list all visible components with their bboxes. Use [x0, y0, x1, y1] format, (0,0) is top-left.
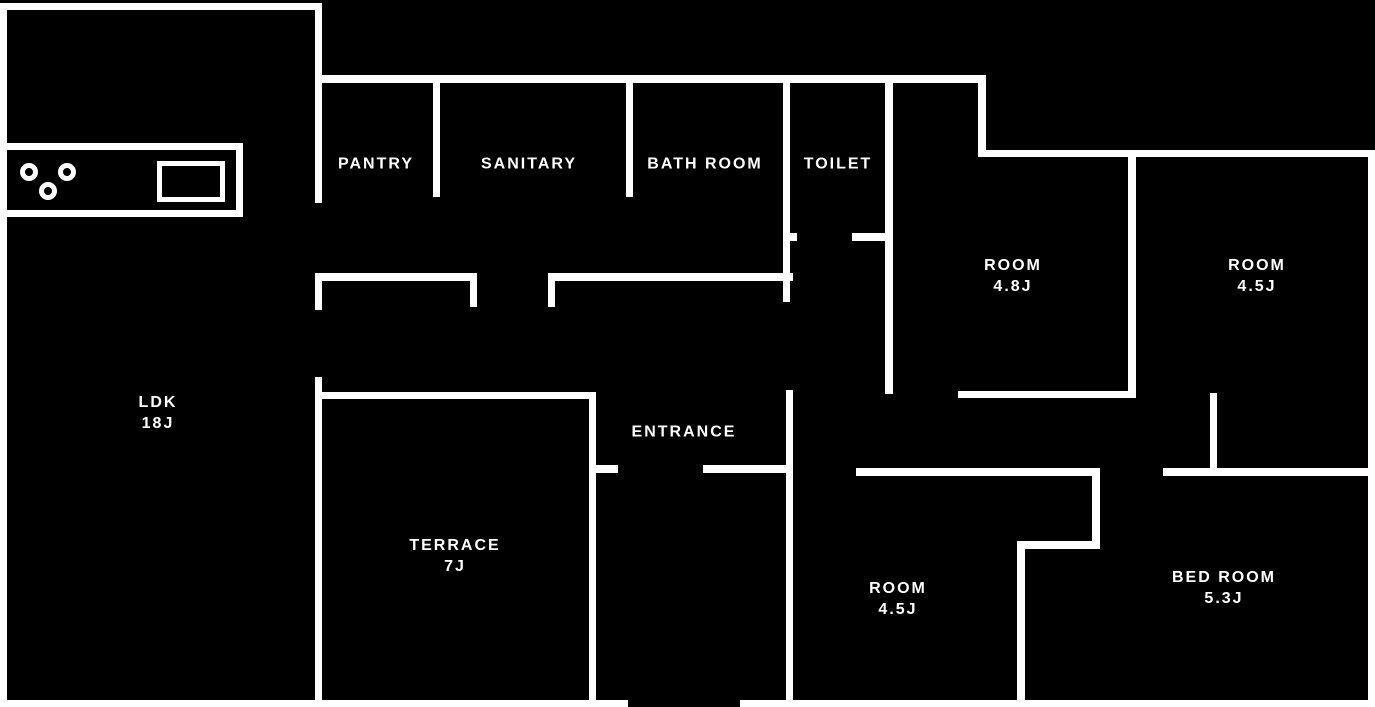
room-label-line: ENTRANCE — [631, 423, 737, 441]
wall-bath-toilet-divider — [783, 83, 790, 302]
room-label-bed-room: BED ROOM 5.3J — [1172, 567, 1276, 609]
room-label-entrance: ENTRANCE — [632, 422, 737, 443]
wall-toilet-door-jamb-west — [783, 233, 797, 241]
wall-toilet-door-jamb-east — [852, 233, 893, 241]
kitchen-sink — [157, 161, 225, 202]
room-label-sanitary: SANITARY — [481, 154, 577, 175]
room-label-room-4-8: ROOM 4.8J — [984, 255, 1042, 297]
wall-entrance-jamb-east — [703, 465, 793, 473]
room-label-terrace: TERRACE 7J — [409, 535, 500, 577]
wall-ldk-east-wall-lower — [315, 377, 322, 707]
room-label-pantry: PANTRY — [338, 154, 414, 175]
wall-bottom-wall-west — [0, 700, 628, 707]
room-label-line: SANITARY — [481, 155, 577, 173]
wall-bottom-wall-east — [740, 700, 1375, 707]
wall-service-rooms-north-wall — [315, 75, 986, 83]
wall-rooms-divider-north — [1128, 157, 1136, 397]
stove-burner-icon — [58, 163, 76, 181]
room-label-line: BATH ROOM — [647, 155, 763, 173]
room-label-line: 18J — [141, 415, 175, 432]
wall-entrance-east-wall — [786, 390, 793, 700]
wall-bedroom-step-wall — [1017, 541, 1100, 549]
room-label-bath-room: BATH ROOM — [647, 154, 762, 175]
wall-hall-north-wall-east — [548, 273, 793, 281]
room-label-line: 5.3J — [1204, 590, 1244, 607]
stove-burner-icon — [20, 163, 38, 181]
room-label-line: TOILET — [803, 155, 873, 173]
wall-closet-divider — [1210, 393, 1217, 468]
wall-bedroom-north-wall — [1163, 468, 1375, 476]
wall-ldk-east-wall-mid — [315, 275, 322, 310]
wall-left-wall — [0, 3, 7, 707]
room-label-line: LDK — [138, 394, 178, 411]
wall-top-wall — [0, 3, 322, 10]
room-label-room-4-5-south: ROOM 4.5J — [869, 578, 927, 620]
room-label-line: PANTRY — [338, 155, 414, 173]
wall-right-wall — [1368, 150, 1375, 707]
wall-terrace-east-wall — [589, 392, 596, 707]
wall-hall-door-jamb-east — [548, 281, 555, 307]
wall-room48-south-wall — [958, 391, 1136, 398]
wall-ldk-east-wall-upper — [315, 3, 322, 203]
wall-hall-north-wall-west — [315, 273, 477, 281]
wall-hall-door-jamb-west — [470, 281, 477, 307]
room-label-toilet: TOILET — [804, 154, 873, 175]
room-label-line: ROOM — [1228, 257, 1286, 274]
wall-terrace-north-wall — [315, 392, 596, 399]
room-label-ldk: LDK 18J — [139, 392, 178, 434]
room-label-line: ROOM — [984, 257, 1042, 274]
wall-room45-south-east-wall — [1092, 468, 1100, 548]
wall-entrance-jamb-west — [589, 465, 618, 473]
room-label-line: TERRACE — [409, 537, 501, 554]
room-label-line: 4.8J — [993, 278, 1033, 295]
room-label-line: BED ROOM — [1172, 569, 1276, 586]
wall-bedroom-west-wall — [1017, 541, 1025, 707]
stove-burner-icon — [39, 182, 57, 200]
room-label-line: 4.5J — [878, 601, 918, 618]
room-label-room-4-5-north: ROOM 4.5J — [1228, 255, 1286, 297]
wall-north-step-vertical — [978, 75, 986, 157]
room-label-line: 7J — [444, 558, 466, 575]
wall-northeast-wall — [978, 150, 1375, 157]
wall-corridor-south-wall — [856, 468, 1100, 476]
room-label-line: ROOM — [869, 580, 927, 597]
room-label-line: 4.5J — [1237, 278, 1277, 295]
wall-sanitary-bath-divider — [626, 83, 633, 197]
wall-pantry-sanitary-divider — [433, 83, 440, 197]
